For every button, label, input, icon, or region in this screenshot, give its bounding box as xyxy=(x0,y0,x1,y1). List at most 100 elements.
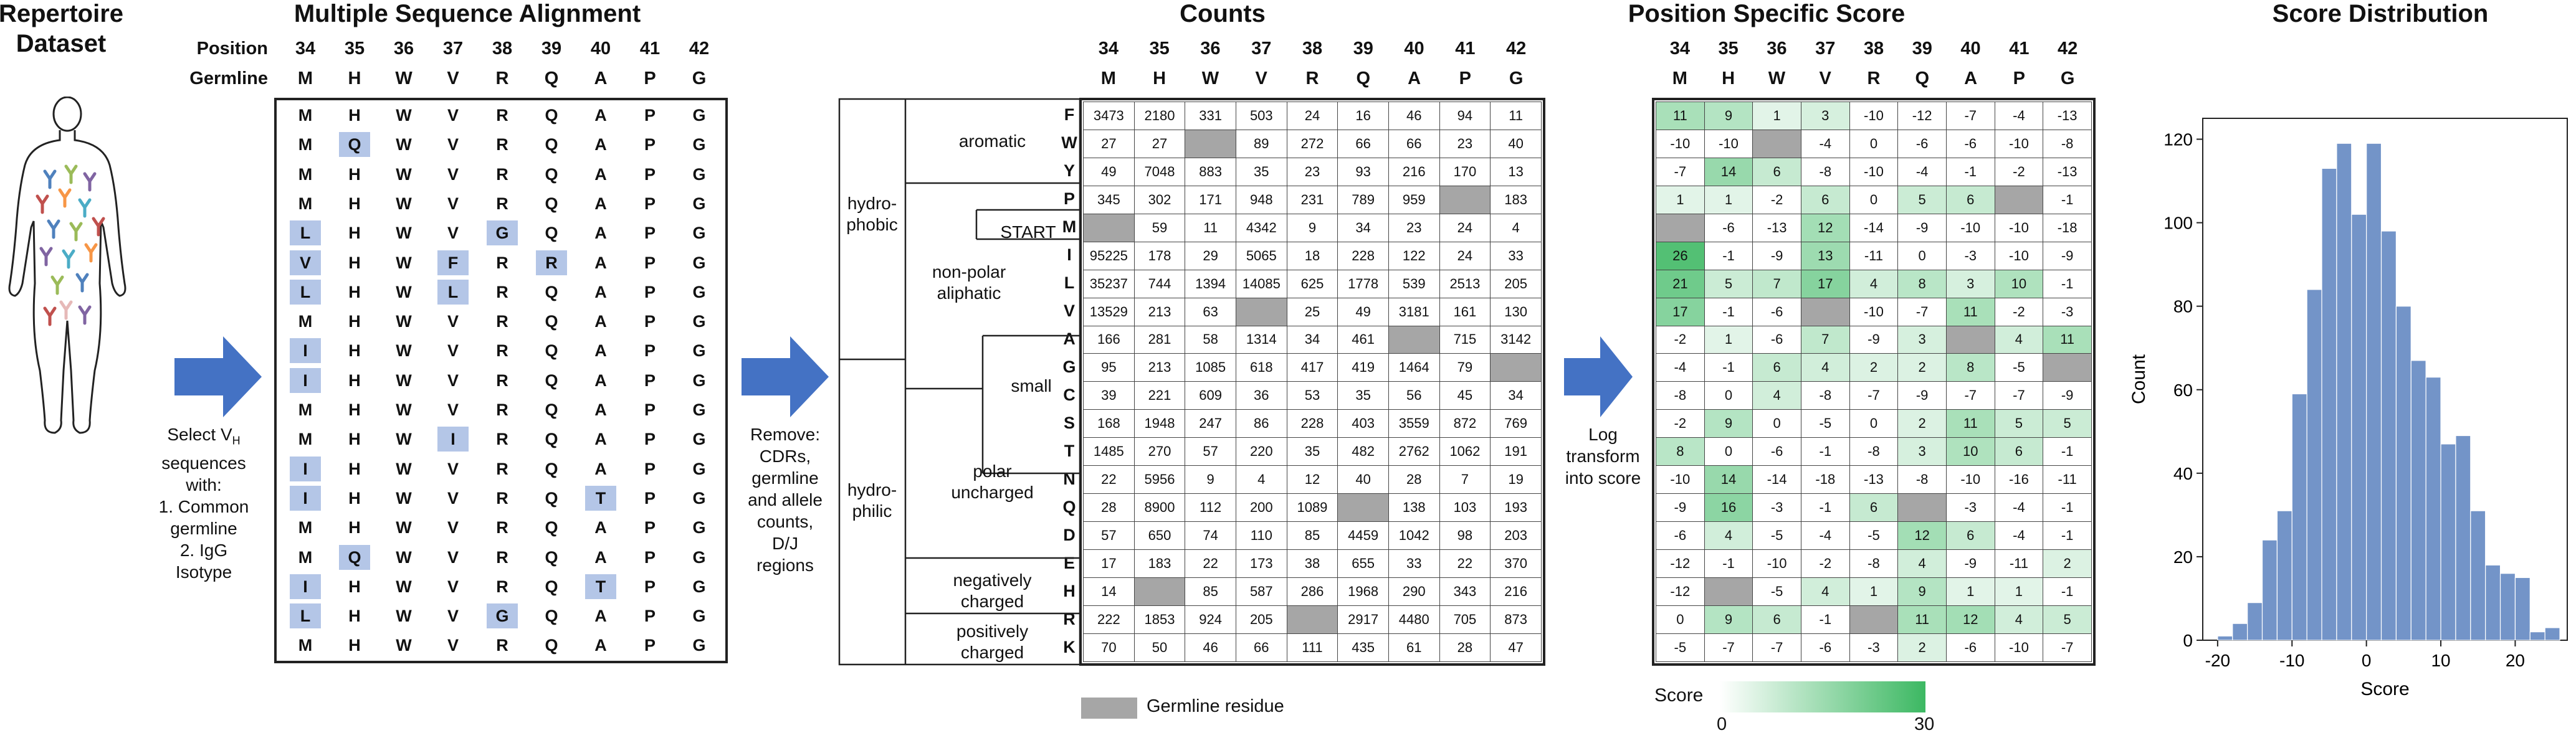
table-cell: 4 xyxy=(1897,549,1947,578)
table-cell: 178 xyxy=(1133,241,1186,270)
table-cell: 1968 xyxy=(1337,577,1389,606)
table-cell: -10 xyxy=(1656,129,1705,158)
table-cell: 2917 xyxy=(1337,605,1389,634)
msa-residue: G xyxy=(692,253,706,272)
table-cell: -9 xyxy=(2043,241,2092,270)
table-cell: -12 xyxy=(1656,549,1705,578)
msa-residue: V xyxy=(447,400,459,419)
msa-residue: G xyxy=(692,430,706,449)
table-cell: -7 xyxy=(1994,381,2044,410)
table-cell: 23 xyxy=(1286,157,1338,186)
table-cell: 49 xyxy=(1083,157,1135,186)
table-cell: -8 xyxy=(1656,381,1705,410)
position-number: 34 xyxy=(1098,39,1119,59)
table-cell: 11 xyxy=(1185,213,1236,242)
table-cell: 50 xyxy=(1133,633,1186,663)
table-cell: -1 xyxy=(1704,297,1753,326)
msa-residue: G xyxy=(692,547,706,567)
table-cell: 4459 xyxy=(1337,521,1389,550)
msa-residue: G xyxy=(692,106,706,125)
table-cell: -4 xyxy=(1800,521,1850,550)
msa-residue: Q xyxy=(545,371,558,390)
msa-residue: V xyxy=(447,164,459,184)
table-cell: 873 xyxy=(1490,605,1542,634)
table-cell: -18 xyxy=(1800,465,1850,494)
table-cell: 138 xyxy=(1388,493,1440,523)
table-cell: 34 xyxy=(1286,325,1338,354)
msa-residue: V xyxy=(447,106,459,125)
table-cell: -1 xyxy=(2043,185,2092,214)
table-cell: 2 xyxy=(1897,633,1947,663)
msa-residue: G xyxy=(692,459,706,478)
table-cell: 3181 xyxy=(1388,297,1440,326)
position-number: 36 xyxy=(1767,39,1787,59)
table-cell: 61 xyxy=(1388,633,1440,663)
position-number: 38 xyxy=(1302,39,1323,59)
table-cell: 222 xyxy=(1083,605,1135,634)
msa-residue: R xyxy=(496,164,508,184)
position-number: 37 xyxy=(442,39,464,59)
table-cell: 66 xyxy=(1235,633,1287,663)
table-cell: -9 xyxy=(1897,213,1947,242)
msa-residue: P xyxy=(644,607,656,626)
table-cell: 1 xyxy=(1704,185,1753,214)
table-cell: -6 xyxy=(1897,129,1947,158)
msa-residue: Q xyxy=(545,341,558,361)
msa-residue: Q xyxy=(545,488,558,508)
msa-residue: A xyxy=(594,430,607,449)
msa-residue: V xyxy=(290,250,321,275)
table-cell: -1 xyxy=(1704,353,1753,382)
msa-residue: Q xyxy=(545,164,558,184)
msa-residue: Q xyxy=(545,312,558,331)
table-cell: 33 xyxy=(1388,549,1440,578)
position-number: 42 xyxy=(1505,39,1527,59)
table-cell: 435 xyxy=(1337,633,1389,663)
msa-residue: G xyxy=(692,135,706,154)
msa-residue: M xyxy=(298,194,313,213)
table-cell: 1 xyxy=(1945,577,1995,606)
table-cell: -7 xyxy=(1897,297,1947,326)
msa-residue: W xyxy=(396,106,412,125)
table-cell: 4 xyxy=(1994,325,2044,354)
msa-residue: W xyxy=(396,488,412,508)
table-cell: 3 xyxy=(1945,269,1995,298)
table-cell: 29 xyxy=(1185,241,1236,270)
table-cell: 22 xyxy=(1083,465,1135,494)
table-cell: 1085 xyxy=(1185,353,1236,382)
table-cell: -7 xyxy=(1849,381,1899,410)
msa-residue: W xyxy=(396,459,412,478)
amino-acid-label: G xyxy=(1062,357,1076,376)
table-cell: -5 xyxy=(1994,353,2044,382)
histogram-bar xyxy=(2544,627,2560,641)
msa-residue: V xyxy=(447,459,459,478)
msa-residue: L xyxy=(290,279,321,305)
msa-residue: G xyxy=(487,603,518,629)
table-cell: -1 xyxy=(2043,577,2092,606)
position-label: Position xyxy=(196,39,268,59)
table-cell: 1948 xyxy=(1133,409,1186,438)
msa-residue: W xyxy=(396,224,412,243)
arrow-icon xyxy=(742,336,829,417)
msa-residue: R xyxy=(496,636,508,655)
table-cell: 40 xyxy=(1337,465,1389,494)
table-cell xyxy=(1656,213,1705,242)
msa-residue: P xyxy=(644,371,656,390)
table-cell: 539 xyxy=(1388,269,1440,298)
table-cell: -3 xyxy=(1752,493,1801,523)
msa-residue: Q xyxy=(545,282,558,301)
msa-residue: Q xyxy=(545,607,558,626)
table-cell: 22 xyxy=(1185,549,1236,578)
table-cell: 0 xyxy=(1849,185,1899,214)
table-cell: 5 xyxy=(1704,269,1753,298)
msa-residue: T xyxy=(585,574,616,599)
msa-residue: P xyxy=(644,518,656,537)
germline-residue: G xyxy=(2060,69,2075,88)
table-cell: 482 xyxy=(1337,437,1389,466)
table-cell: 171 xyxy=(1185,185,1236,214)
